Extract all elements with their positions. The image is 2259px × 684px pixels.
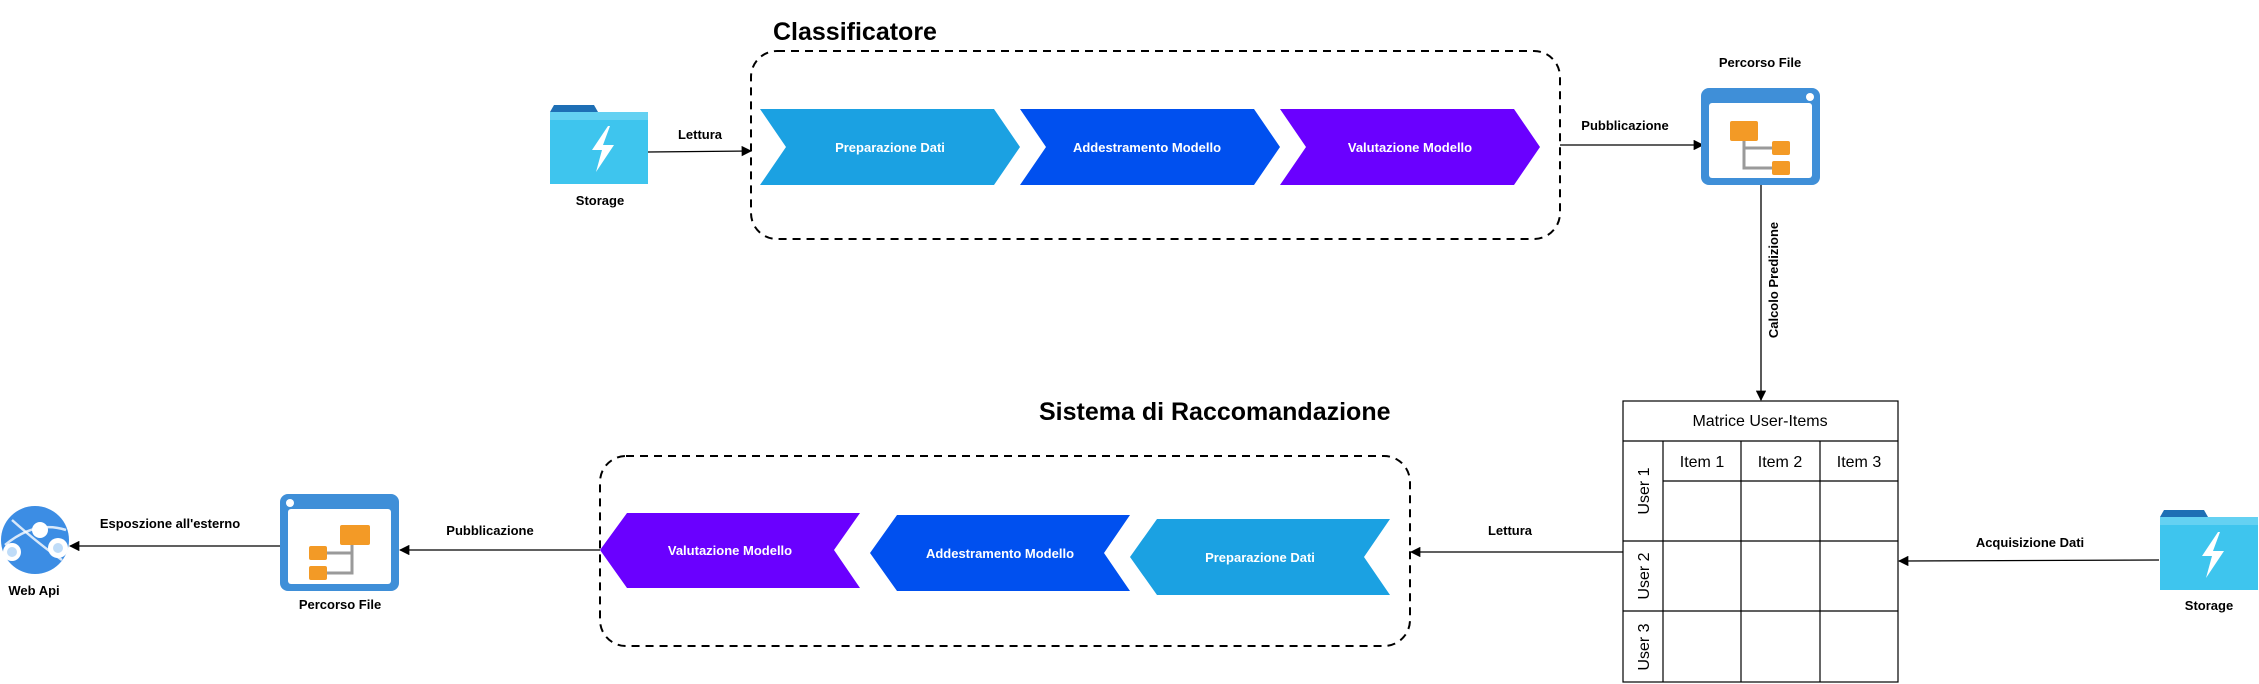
storage-icon-bottom — [2160, 510, 2258, 590]
matrix-row-user-3: User 3 — [1636, 623, 1653, 670]
storage-label-bottom: Storage — [2185, 598, 2233, 613]
top-step-preparazione: Preparazione Dati — [760, 109, 1020, 185]
matrix-title: Matrice User-Items — [1692, 413, 1827, 430]
top-step-preparazione-label: Preparazione Dati — [835, 140, 945, 155]
classificatore-title: Classificatore — [773, 18, 937, 46]
bottom-step-addestramento-label: Addestramento Modello — [926, 546, 1074, 561]
storage-icon-top — [550, 105, 648, 184]
bottom-step-addestramento: Addestramento Modello — [870, 515, 1130, 591]
file-icon-bottom — [280, 494, 399, 591]
predict-label: Calcolo Predizione — [1766, 222, 1781, 338]
top-step-addestramento-label: Addestramento Modello — [1073, 140, 1221, 155]
top-step-addestramento: Addestramento Modello — [1020, 109, 1280, 185]
file-label-bottom: Percorso File — [299, 597, 381, 612]
bottom-step-valutazione-label: Valutazione Modello — [668, 543, 792, 558]
publish-label-top: Pubblicazione — [1581, 118, 1668, 133]
webapi-label: Web Api — [8, 583, 59, 598]
read-arrow-top — [647, 145, 753, 157]
raccomandazione-title: Sistema di Raccomandazione — [1039, 398, 1391, 426]
storage-label-top: Storage — [576, 193, 624, 208]
matrix-row-user-1: User 1 — [1636, 467, 1653, 514]
publish-label-bottom: Pubblicazione — [446, 523, 533, 538]
matrix-column-item-3: Item 3 — [1837, 454, 1882, 471]
bottom-step-preparazione: Preparazione Dati — [1130, 519, 1390, 595]
bottom-step-valutazione: Valutazione Modello — [600, 513, 860, 588]
read-label-bottom: Lettura — [1488, 523, 1533, 538]
read-label-top: Lettura — [678, 127, 723, 142]
top-step-valutazione: Valutazione Modello — [1280, 109, 1540, 185]
expose-label: Esposzione all'esterno — [100, 516, 240, 531]
top-step-valutazione-label: Valutazione Modello — [1348, 140, 1472, 155]
raccomandazione-container — [599, 455, 1411, 647]
webapi-icon — [1, 506, 69, 574]
matrix-column-item-2: Item 2 — [1758, 454, 1803, 471]
matrix-column-item-1: Item 1 — [1680, 454, 1725, 471]
file-label-top: Percorso File — [1719, 55, 1801, 70]
classificatore-container — [750, 50, 1561, 240]
bottom-step-preparazione-label: Preparazione Dati — [1205, 550, 1315, 565]
acquire-label: Acquisizione Dati — [1976, 535, 2084, 550]
acquire-arrow — [1897, 555, 2160, 567]
matrix-row-user-2: User 2 — [1636, 552, 1653, 599]
file-icon-top — [1701, 88, 1820, 185]
user-items-matrix — [1622, 400, 1899, 683]
